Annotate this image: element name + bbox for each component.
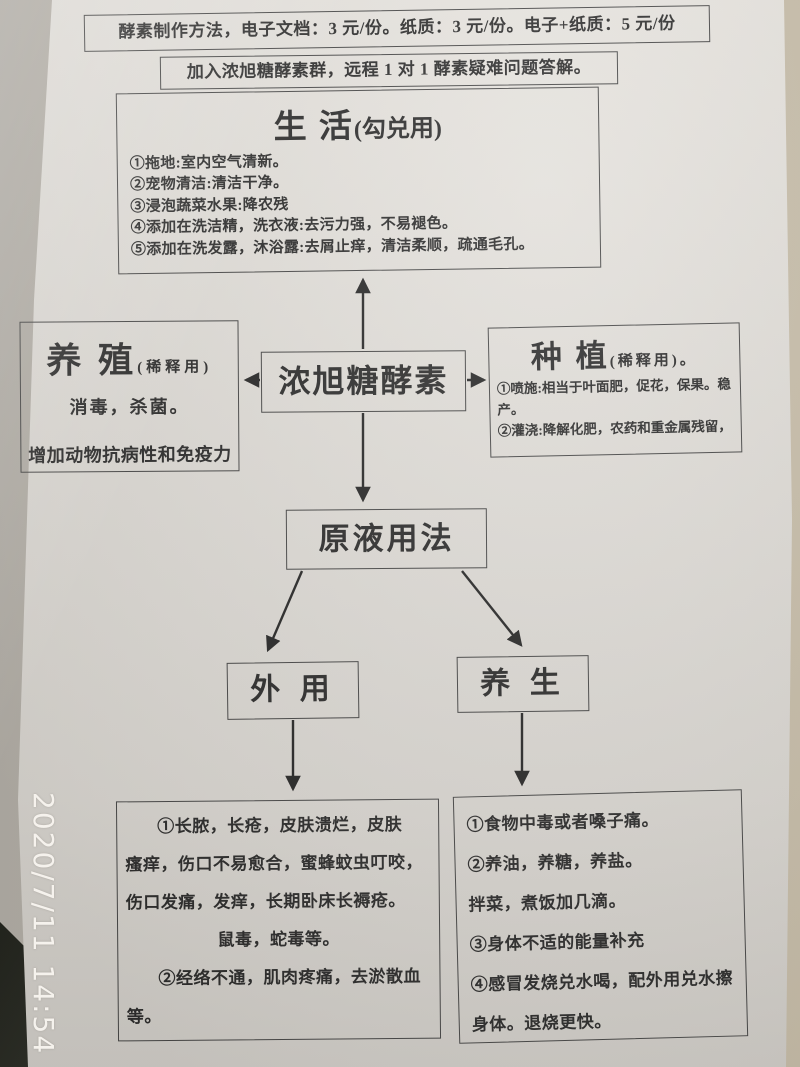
life-box-items: ①拖地:室内空气清新。 ②宠物清洁:清洁干净。 ③浸泡蔬菜水果:降农残 ④添加在… [118, 144, 601, 262]
breeding-usage-box: 养 殖(稀释用) 消毒，杀菌。 增加动物抗病性和免疫力 [19, 320, 240, 473]
external-use-box: 外 用 [226, 661, 360, 720]
planting-usage-box: 种 植(稀释用)。 ①喷施:相当于叶面肥，促花，保果。稳产。 ②灌浇:降解化肥，… [487, 322, 743, 458]
product-name-box: 浓旭糖酵素 [260, 350, 467, 413]
health-detail-line: ④感冒发烧兑水喝，配外用兑水擦 [470, 968, 734, 995]
external-use-detail-box: ①长脓，长疮，皮肤溃烂，皮肤 瘙痒，伤口不易愈合，蜜蜂蚊虫叮咬， 伤口发痛，发痒… [115, 798, 442, 1042]
planting-item: ②灌浇:降解化肥，农药和重金属残留， [497, 418, 732, 439]
external-detail-line: ②经络不通，肌肉疼痛，去淤散血 [158, 966, 422, 989]
breeding-box-title-note: (稀释用) [137, 359, 213, 376]
stock-solution-usage-box: 原液用法 [285, 508, 488, 570]
planting-item: ①喷施:相当于叶面肥，促花，保果。稳产。 [496, 376, 732, 418]
health-detail-line: ②养油，养糖，养盐。 [467, 850, 643, 875]
breeding-line: 增加动物抗病性和免疫力 [28, 444, 232, 466]
health-detail-line: 拌菜，煮饭加几滴。 [468, 891, 627, 915]
external-detail-line: 鼠毒，蛇毒等。 [217, 929, 341, 950]
arrow-stock-to-external [266, 570, 304, 653]
life-usage-box: 生 活(勾兑用) ①拖地:室内空气清新。 ②宠物清洁:清洁干净。 ③浸泡蔬菜水果… [115, 86, 602, 275]
health-use-box: 养 生 [456, 655, 590, 713]
external-detail-line: ①长脓，长疮，皮肤溃烂，皮肤 [157, 814, 403, 837]
external-detail-line: 瘙痒，伤口不易愈合，蜜蜂蚊虫叮咬， [125, 852, 424, 875]
planting-box-items: ①喷施:相当于叶面肥，促花，保果。稳产。 ②灌浇:降解化肥，农药和重金属残留， [490, 372, 741, 442]
arrow-stock-to-health [461, 570, 523, 647]
health-use-detail-box: ①食物中毒或者嗓子痛。 ②养油，养糖，养盐。 拌菜，煮饭加几滴。 ③身体不适的能… [452, 789, 749, 1044]
external-detail-line: 伤口发痛，发痒，长期卧床长褥疮。 [125, 890, 406, 913]
life-box-title: 生 活(勾兑用) [273, 109, 443, 147]
planting-box-title-note: (稀释用)。 [609, 352, 698, 371]
breeding-box-title: 养 殖(稀释用) [46, 340, 213, 381]
planting-box-title: 种 植(稀释用)。 [530, 338, 698, 375]
health-detail-line: 身体。退烧更快。 [471, 1011, 612, 1035]
camera-timestamp: 2020/7/11 14:54 [27, 792, 60, 1056]
breeding-line: 消毒，杀菌。 [69, 396, 190, 418]
health-detail-line: ①食物中毒或者嗓子痛。 [466, 810, 660, 835]
external-detail-line: 等。 [126, 1007, 162, 1027]
life-box-title-note: (勾兑用) [353, 115, 443, 144]
join-group-banner: 加入浓旭糖酵素群，远程 1 对 1 酵素疑难问题答解。 [159, 51, 619, 90]
health-detail-line: ③身体不适的能量补充 [469, 930, 645, 955]
